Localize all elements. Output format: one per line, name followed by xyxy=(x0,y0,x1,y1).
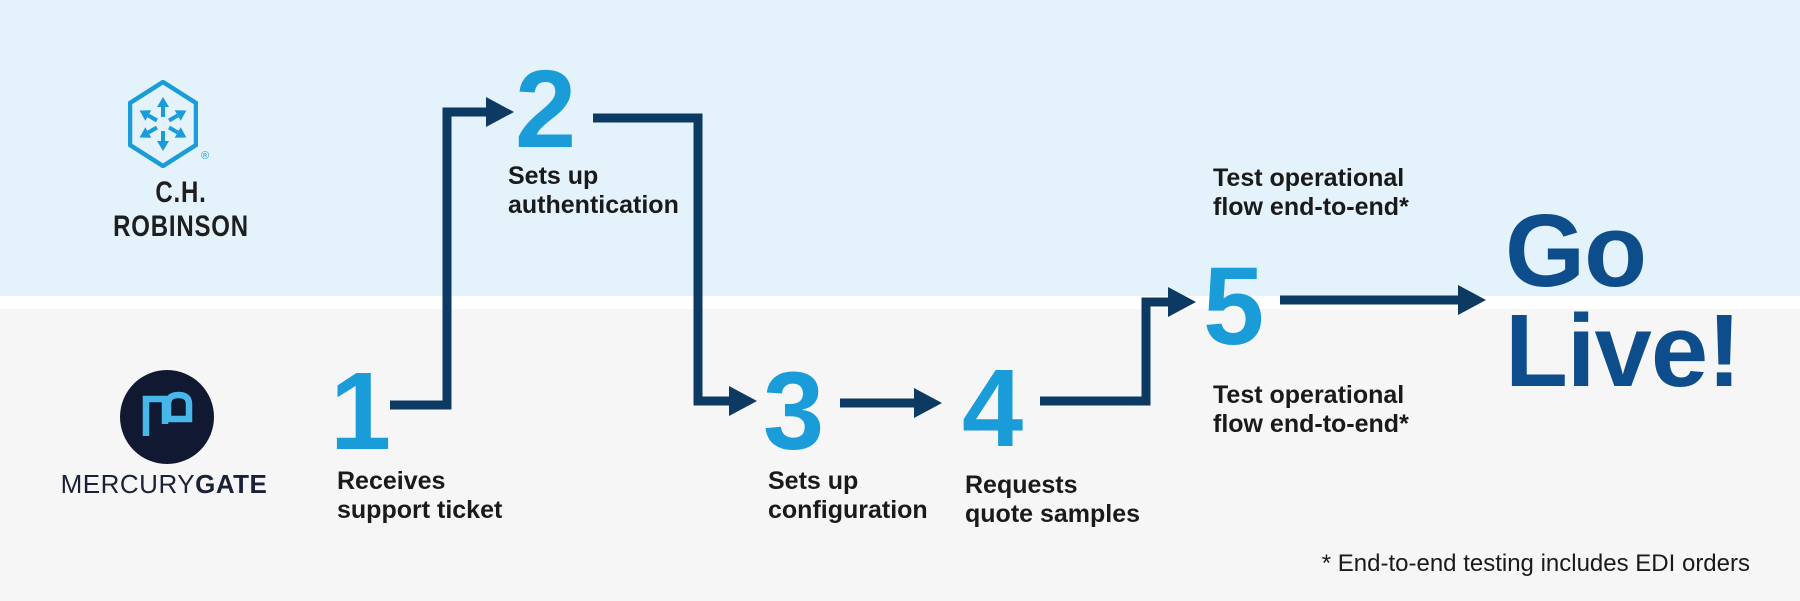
mercurygate-wordmark-gate: GATE xyxy=(195,469,268,499)
go-live-title: Go Live! xyxy=(1505,193,1741,408)
chrobinson-trademark-symbol: ® xyxy=(201,150,210,162)
lane-chrobinson xyxy=(0,0,1800,296)
mercurygate-monogram-logo-icon xyxy=(120,370,214,464)
step-5-label-bottom: Test operational flow end-to-end* xyxy=(1213,381,1409,438)
step-3-number: 3 xyxy=(763,350,824,473)
lane-mercurygate xyxy=(0,309,1800,601)
footnote: * End-to-end testing includes EDI orders xyxy=(1321,550,1750,577)
step-2-number: 2 xyxy=(515,48,576,171)
step-1-label: Receives support ticket xyxy=(337,467,503,524)
step-5-label-top: Test operational flow end-to-end* xyxy=(1213,164,1409,221)
step-4-label: Requests quote samples xyxy=(965,471,1141,528)
mercurygate-wordmark: MERCURYGATE xyxy=(60,469,268,500)
step-1-number: 1 xyxy=(330,350,391,473)
step-3-label: Sets up configuration xyxy=(768,467,928,524)
chrobinson-wordmark: C.H. ROBINSON xyxy=(113,176,249,243)
mercurygate-wordmark-mercury: MERCURY xyxy=(60,469,196,499)
chrobinson-hexagon-logo-icon xyxy=(128,80,198,168)
step-5-number: 5 xyxy=(1203,245,1264,368)
step-2-label: Sets up authentication xyxy=(508,162,679,219)
step-4-number: 4 xyxy=(962,347,1023,470)
